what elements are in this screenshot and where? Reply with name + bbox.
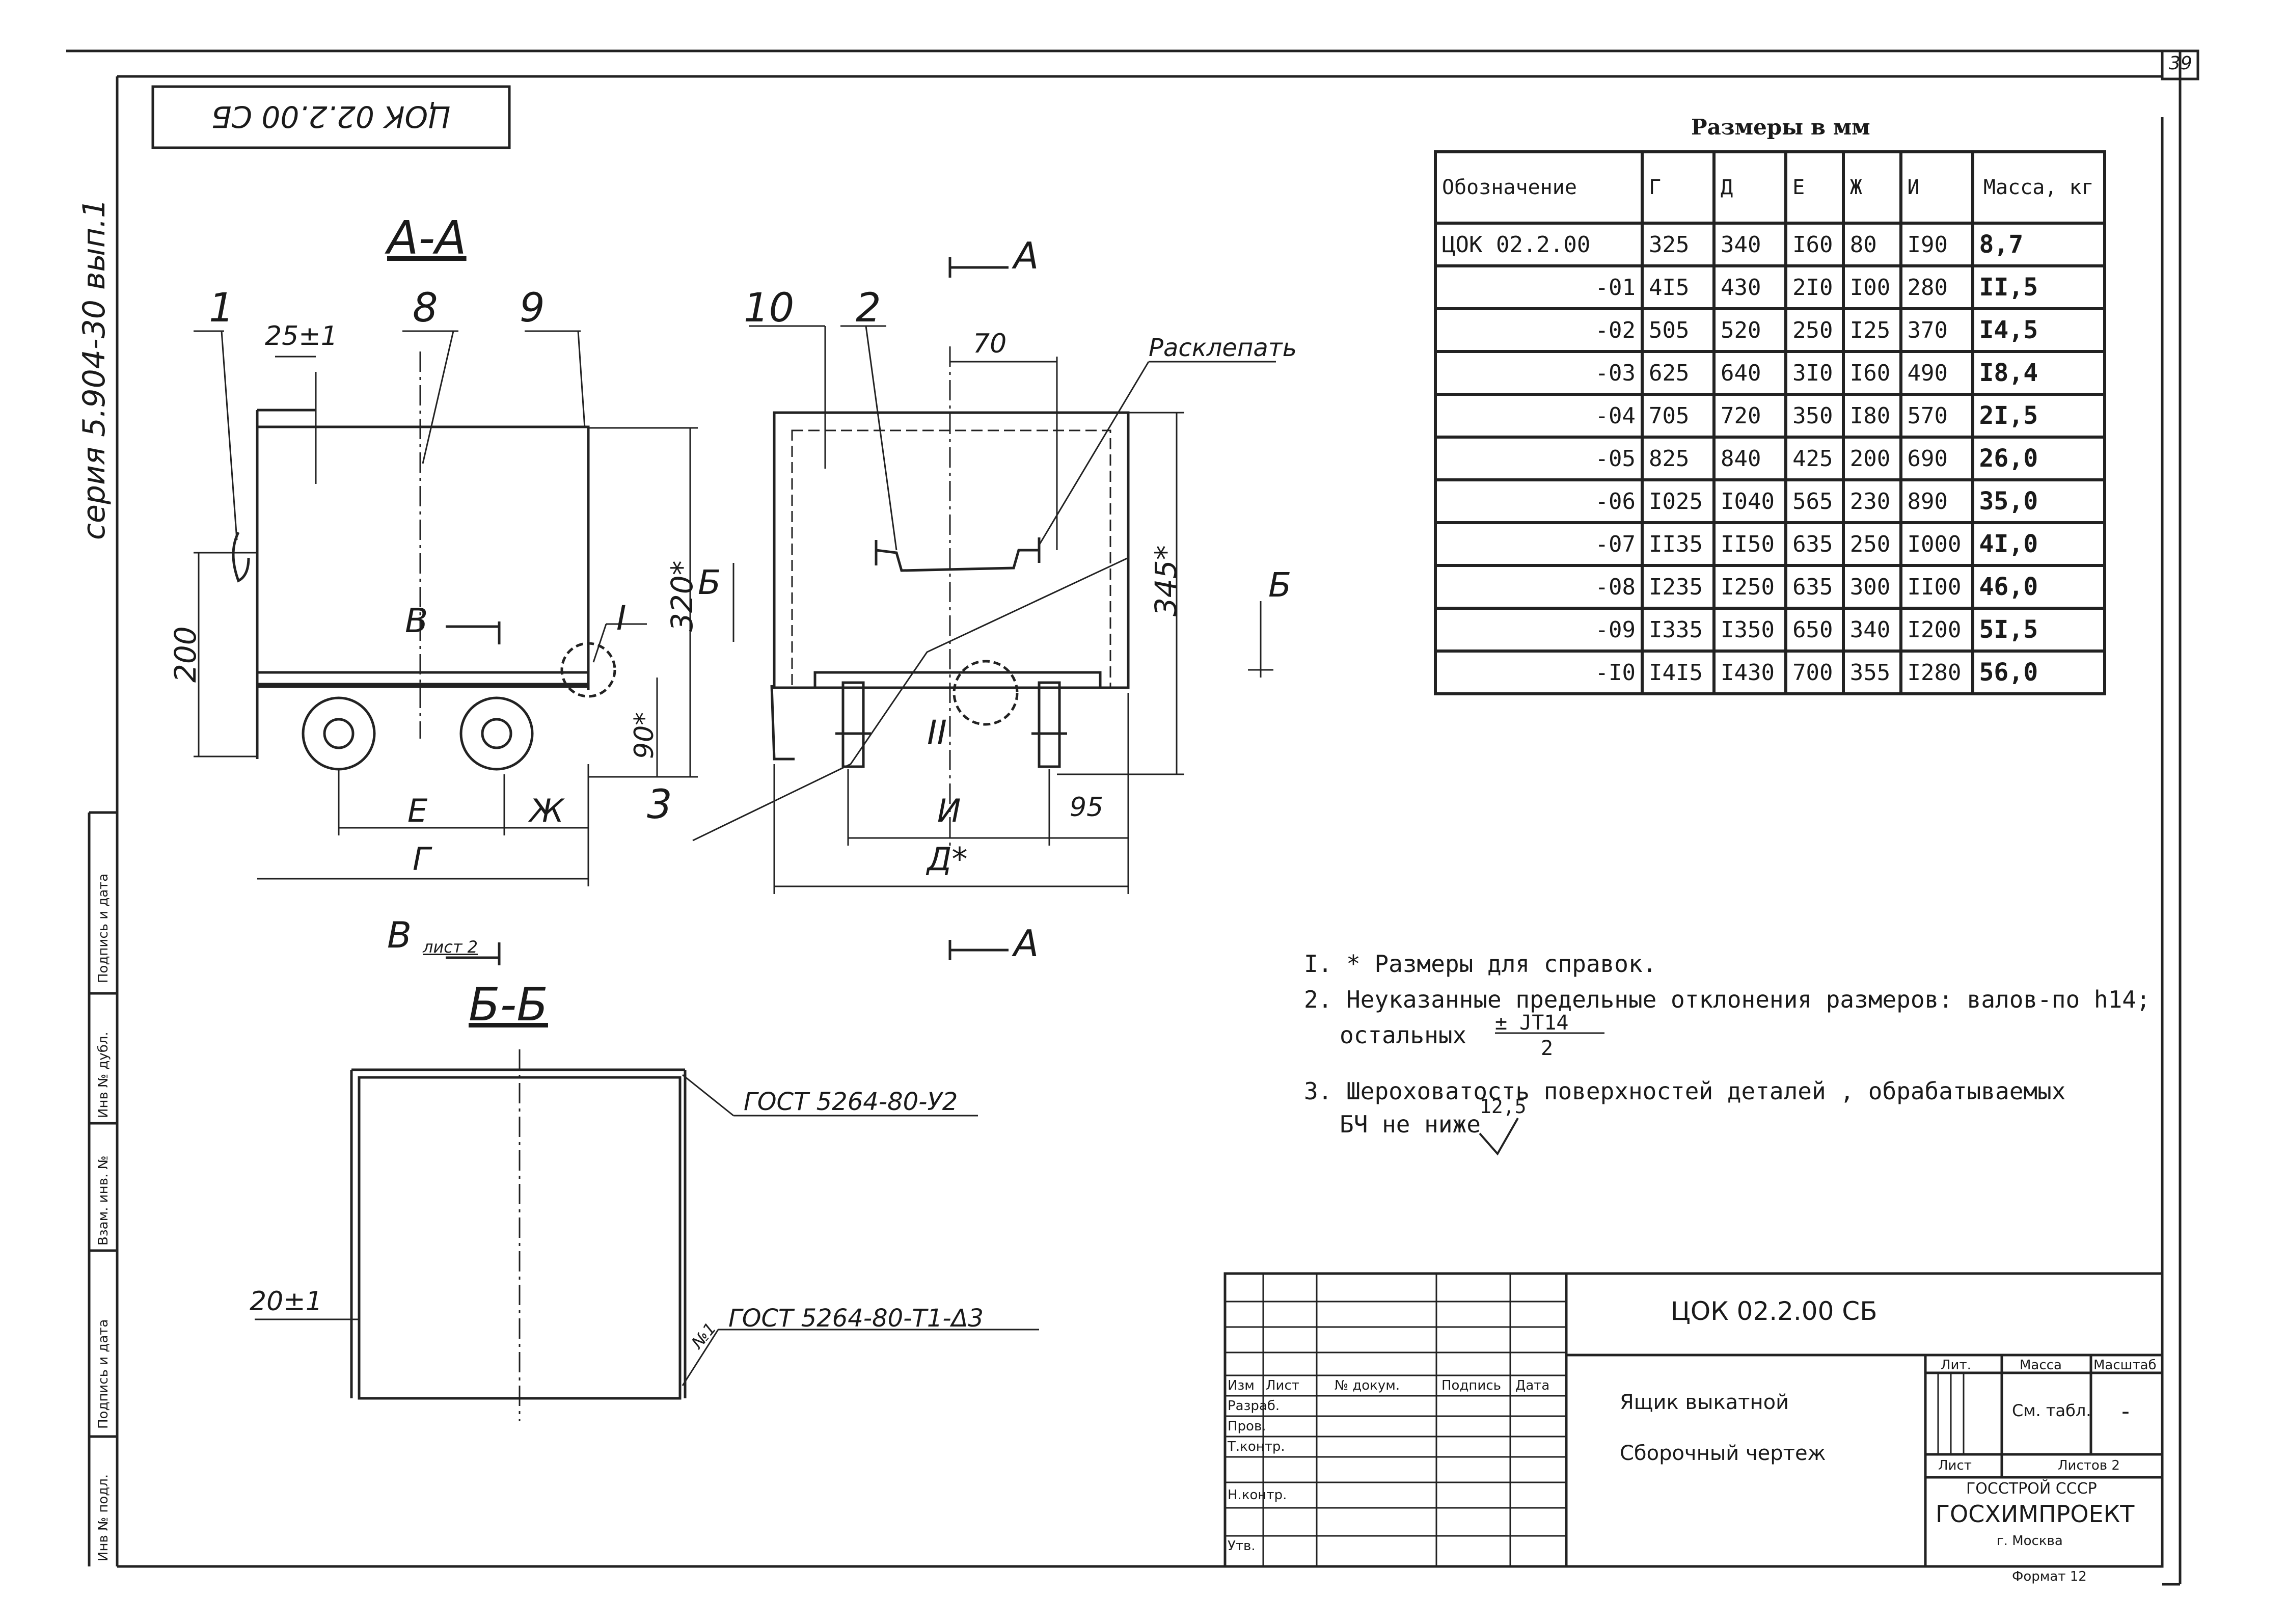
rivet-note: Расклепать [1149,334,1297,362]
dim-200: 200 [168,626,203,683]
dim-g: Г [413,841,430,878]
margin-label-signature-date-2: Подпись и дата [96,1319,111,1429]
dim-25: 25±1 [265,321,338,351]
title-block-header-doc: № докум. [1335,1378,1400,1393]
series-label: серия 5.904-30 вып.1 [76,198,112,540]
title-block-header-izm: Изм [1228,1378,1255,1393]
table-caption: Размеры в мм [1691,115,1870,140]
title-block-role-developer: Разраб. [1228,1398,1280,1414]
note-2-rest: остальных [1340,1021,1467,1049]
view-b-bottom-label: В [387,914,412,956]
title-block-role-approved: Утв. [1228,1538,1256,1554]
note-3: 3. Шероховатость поверхностей деталей , … [1304,1077,2066,1105]
dim-d: Д* [927,841,968,878]
title-block-role-tcontrol: Т.контр. [1228,1439,1285,1454]
dim-e: Е [407,792,428,829]
title-block-lit: Лит. [1941,1358,1971,1373]
title-block-title-1: Ящик выкатной [1620,1391,1789,1414]
title-block-sheets: Листов 2 [2058,1458,2120,1473]
title-block-mass-value: См. табл. [2012,1401,2091,1420]
dim-i: И [937,792,961,829]
title-block-mass: Масса [2020,1358,2062,1373]
title-block-scale: Масштаб [2093,1358,2157,1373]
cut-b-right: Б [1268,565,1292,605]
view-b-label: В [405,601,428,640]
title-block-header-list: Лист [1266,1378,1299,1393]
title-block-code: ЦОК 02.2.00 СБ [1671,1296,1877,1326]
view-b-sheet-ref: лист 2 [423,937,478,957]
title-block-org-1: ГОССТРОЙ СССР [1966,1480,2097,1498]
callout-10: 10 [744,285,795,331]
dim-90: 90* [629,712,660,759]
title-block-header-date: Дата [1515,1378,1550,1393]
callout-1: 1 [209,285,234,331]
margin-label-signature-date: Подпись и дата [96,873,111,983]
note-2-fraction-bottom: 2 [1541,1037,1554,1060]
dim-345: 345* [1149,545,1183,616]
margin-label-original-no: Инв № подл. [96,1474,111,1561]
margin-label-replaced-no: Взам. инв. № [96,1155,111,1246]
note-2: 2. Неуказанные предельные отклонения раз… [1304,986,2151,1013]
callout-9: 9 [520,285,545,331]
title-block-header-sign: Подпись [1441,1378,1501,1393]
note-2-fraction-top: ± JT14 [1495,1011,1569,1035]
margin-label-duplicate-no: Инв № дубл. [96,1032,111,1118]
title-block-format: Формат 12 [2012,1569,2087,1584]
title-block-role-checker: Пров. [1228,1419,1266,1434]
dim-70: 70 [973,329,1007,359]
gost-label-1: ГОСТ 5264-80-У2 [744,1088,958,1116]
table-header-g: Г [1640,150,1716,225]
dim-320: 320* [665,560,699,632]
roughness-value: 12,5 [1480,1095,1527,1118]
section-bb-title: Б-Б [469,978,548,1032]
title-block-scale-value: - [2121,1398,2130,1424]
detail-1-label: I [616,599,627,638]
title-block-role-ncontrol: Н.контр. [1228,1487,1287,1503]
table-header-i: И [1899,150,1974,225]
section-aa-title: А-А [387,211,467,265]
note-1: I. * Размеры для справок. [1304,950,1657,978]
callout-3: 3 [647,782,672,828]
cut-b-left: Б [698,563,721,602]
gost-label-2: ГОСТ 5264-80-Т1-Δ3 [728,1304,984,1333]
callout-8: 8 [413,285,438,331]
table-header-mass: Масса, кг [1971,150,2107,225]
title-block-title-2: Сборочный чертеж [1620,1442,1826,1465]
title-block-city: г. Москва [1997,1533,2063,1549]
table-header-designation: Обозначение [1434,150,1644,225]
cut-a-bottom: А [1014,922,1039,965]
table-header-zh: Ж [1841,150,1902,225]
table-header-d: Д [1712,150,1788,225]
detail-2-label: II [927,713,947,752]
dim-20: 20±1 [250,1286,322,1317]
dim-zh: Ж [530,792,564,829]
stamp-document-code: ЦОК 02.2.00 СБ [211,99,451,134]
table-header-e: Е [1784,150,1845,225]
dimensions-table: Обозначение Г Д Е Ж И Масса, кг ЦОК 02.2… [1434,150,2107,695]
title-block-sheet: Лист [1938,1458,1972,1473]
dim-95: 95 [1070,792,1104,823]
cut-a-top: А [1014,234,1039,277]
page-number: 39 [2169,53,2192,74]
note-3-rest: БЧ не ниже [1340,1111,1481,1138]
callout-2: 2 [856,285,881,331]
title-block-org-2: ГОСХИМПРОЕКТ [1936,1500,2135,1528]
